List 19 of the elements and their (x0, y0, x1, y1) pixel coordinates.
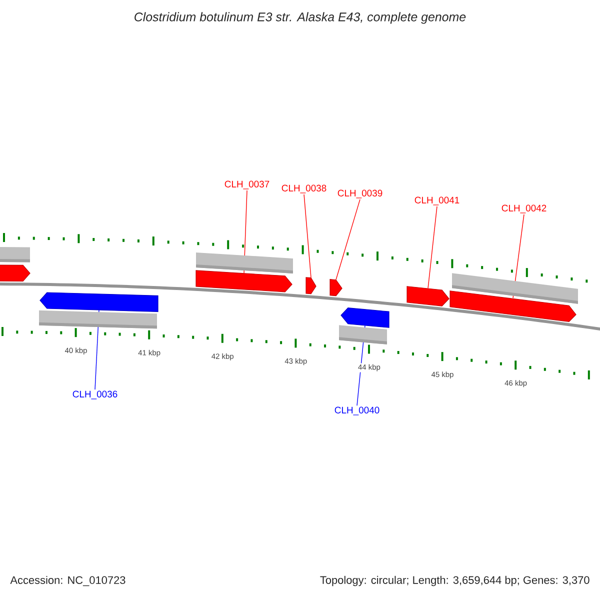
gene-label: CLH_0038 (282, 184, 326, 194)
gene-label: CLH_0037 (224, 180, 270, 190)
gene-label: CLH_0040 (334, 406, 380, 416)
gene-label: CLH_0036 (72, 390, 118, 400)
gene-feature (340, 308, 390, 328)
gene-label: CLH_0039 (338, 190, 382, 198)
gene-label: CLH_0042 (502, 204, 546, 214)
leader-line (428, 206, 438, 289)
gene-feature (406, 286, 450, 306)
leader-line (304, 194, 312, 278)
gene-feature (306, 277, 316, 294)
gene-label: CLH_0041 (414, 196, 460, 206)
leader-line (336, 199, 360, 280)
title: Clostridium botulinum E3 str. Alaska E43, complete genome (134, 12, 466, 24)
accession-text: Accession: NC_010723 (10, 576, 126, 586)
gene-feature (0, 264, 30, 282)
gene-feature (330, 279, 342, 296)
gene-feature (196, 270, 292, 292)
genome-info-text: Topology: circular; Length: 3,659,644 bp; Genes: 3,370 (320, 576, 590, 586)
